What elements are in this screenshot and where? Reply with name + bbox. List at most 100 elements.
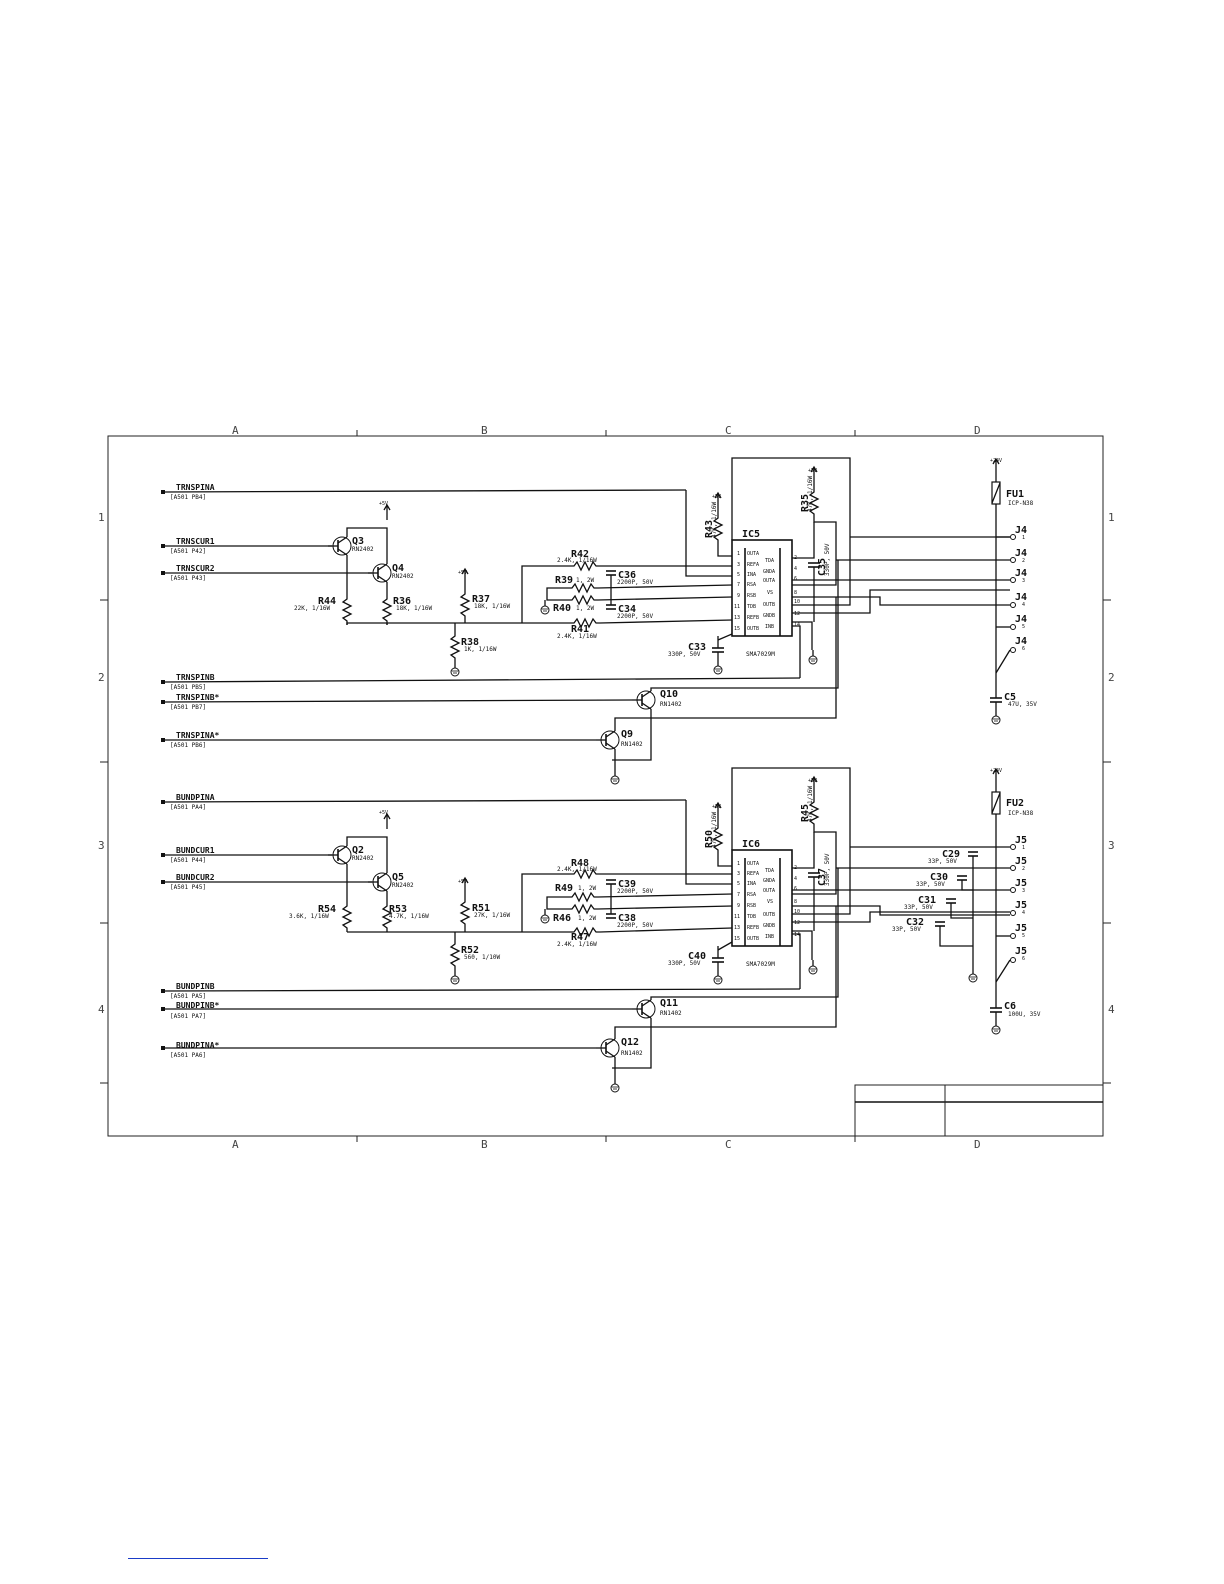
zone-col-b-top: B bbox=[481, 424, 488, 437]
svg-text:INA: INA bbox=[747, 881, 756, 887]
resistor-ref: R44 bbox=[318, 596, 336, 607]
svg-text:J5: J5 bbox=[1015, 856, 1027, 867]
svg-text:2: 2 bbox=[794, 865, 797, 871]
svg-text:OUTB: OUTB bbox=[747, 936, 759, 942]
svg-text:2: 2 bbox=[1022, 558, 1025, 564]
svg-text:RSB: RSB bbox=[747, 903, 756, 909]
capacitor-ref: C35 bbox=[817, 558, 828, 576]
capacitor-val: 2200P, 50V bbox=[617, 888, 654, 895]
capacitor-ref: C39 bbox=[618, 879, 636, 890]
svg-text:OUTB: OUTB bbox=[747, 626, 759, 632]
capacitor-ref: C40 bbox=[688, 951, 706, 962]
signal-label: BUNDPINB bbox=[176, 982, 215, 991]
svg-text:C31: C31 bbox=[918, 895, 936, 906]
svg-text:J5: J5 bbox=[1015, 878, 1027, 889]
power-label: +24V bbox=[990, 458, 1002, 464]
resistor-ref: R47 bbox=[571, 932, 589, 943]
svg-text:REFA: REFA bbox=[747, 871, 759, 877]
svg-text:4: 4 bbox=[794, 566, 797, 572]
zone-col-c-top: C bbox=[725, 424, 732, 437]
signal-label: TRNSPINA* bbox=[176, 731, 220, 740]
resistor-val: 27K, 1/16W bbox=[474, 912, 511, 919]
svg-text:C29: C29 bbox=[942, 849, 960, 860]
capacitor-val: 47U, 35V bbox=[1008, 701, 1037, 708]
ic-ref: IC5 bbox=[742, 529, 760, 540]
connector-j4: J4 1 J4 2 J4 3 J4 4 J4 5 J4 6 bbox=[1010, 525, 1027, 653]
resistor-val: 4.7K, 1/16W bbox=[389, 913, 429, 920]
capacitor-ref: C6 bbox=[1004, 1001, 1016, 1012]
fuse-val: ICP-N38 bbox=[1008, 500, 1034, 507]
svg-text:33P, 50V: 33P, 50V bbox=[904, 904, 933, 911]
zone-row-4-left: 4 bbox=[98, 1003, 105, 1016]
resistor-ref: R37 bbox=[472, 594, 490, 605]
svg-text:VS: VS bbox=[767, 590, 773, 596]
resistor-ref: R51 bbox=[472, 903, 490, 914]
svg-text:8: 8 bbox=[794, 590, 797, 596]
svg-text:1: 1 bbox=[1022, 845, 1025, 851]
transistor-val: RN1402 bbox=[621, 1050, 643, 1057]
transistor-ref: Q9 bbox=[621, 729, 633, 740]
zone-row-4-right: 4 bbox=[1108, 1003, 1115, 1016]
capacitor-val: 330P, 50V bbox=[824, 543, 831, 576]
svg-text:13: 13 bbox=[734, 925, 740, 931]
svg-text:4: 4 bbox=[794, 876, 797, 882]
svg-text:J5: J5 bbox=[1015, 923, 1027, 934]
svg-text:1: 1 bbox=[1022, 535, 1025, 541]
resistor-val: 2.4K, 1/16W bbox=[557, 866, 597, 873]
power-label: +5V bbox=[712, 804, 721, 810]
signal-ref: [A501 PA4] bbox=[170, 804, 206, 811]
svg-text:OUTB: OUTB bbox=[763, 912, 775, 918]
svg-text:GNDB: GNDB bbox=[763, 613, 775, 619]
svg-text:J5: J5 bbox=[1015, 835, 1027, 846]
resistor-ref: R49 bbox=[555, 883, 573, 894]
transistor-val: RN1402 bbox=[621, 741, 643, 748]
resistor-ref: R50 bbox=[704, 830, 715, 848]
svg-text:9: 9 bbox=[737, 903, 740, 909]
zone-row-3-left: 3 bbox=[98, 839, 105, 852]
capacitor-ref: C37 bbox=[817, 868, 828, 886]
upper-circuit: TRNSPINA [A501 PB4] TRNSCUR1 [A501 P42] … bbox=[161, 457, 1037, 785]
svg-text:J4: J4 bbox=[1015, 548, 1027, 559]
signal-label: BUNDCUR1 bbox=[176, 846, 215, 855]
svg-text:6: 6 bbox=[1022, 956, 1025, 962]
svg-text:J5: J5 bbox=[1015, 900, 1027, 911]
svg-text:OUTA: OUTA bbox=[747, 551, 759, 557]
transistor-val: RN2402 bbox=[392, 882, 414, 889]
capacitor-val: 100U, 35V bbox=[1008, 1011, 1041, 1018]
fuse-ref: FU2 bbox=[1006, 798, 1024, 809]
svg-text:OUTA: OUTA bbox=[763, 888, 775, 894]
zone-row-1-left: 1 bbox=[98, 511, 105, 524]
svg-text:8: 8 bbox=[794, 899, 797, 905]
resistor-val: 2.4K, 1/16W bbox=[557, 557, 597, 564]
zone-row-3-right: 3 bbox=[1108, 839, 1115, 852]
svg-text:9: 9 bbox=[737, 593, 740, 599]
resistor-val: 1, 2W bbox=[578, 885, 596, 892]
svg-text:10: 10 bbox=[794, 909, 800, 915]
ic-body bbox=[731, 539, 793, 637]
footer-rule bbox=[128, 1558, 268, 1559]
svg-text:INB: INB bbox=[765, 624, 774, 630]
svg-text:14: 14 bbox=[794, 622, 800, 628]
svg-text:5: 5 bbox=[737, 881, 740, 887]
resistor-ref: R43 bbox=[704, 520, 715, 538]
power-label: +5V bbox=[808, 468, 817, 474]
signal-ref: [A501 PB6] bbox=[170, 742, 206, 749]
svg-text:INB: INB bbox=[765, 934, 774, 940]
svg-text:2: 2 bbox=[1022, 866, 1025, 872]
svg-text:15: 15 bbox=[734, 936, 740, 942]
capacitor-val: 330P, 50V bbox=[824, 853, 831, 886]
signal-ref: [A501 P43] bbox=[170, 575, 206, 582]
svg-text:33P, 50V: 33P, 50V bbox=[928, 858, 957, 865]
transistor-ref: Q3 bbox=[352, 536, 364, 547]
signal-ref: [A501 P42] bbox=[170, 548, 206, 555]
ic-part: SMA7029M bbox=[746, 651, 775, 658]
resistor-val: 47K, 1/16W bbox=[807, 475, 814, 512]
resistor-val: 560, 1/10W bbox=[464, 954, 501, 961]
svg-text:4: 4 bbox=[1022, 910, 1025, 916]
transistor-ref: Q10 bbox=[660, 689, 678, 700]
capacitor-val: 2200P, 50V bbox=[617, 922, 654, 929]
svg-text:6: 6 bbox=[794, 886, 797, 892]
drawing-frame: A B C D A B C D 1 2 3 4 1 2 3 4 bbox=[98, 424, 1115, 1151]
svg-text:VS: VS bbox=[767, 899, 773, 905]
